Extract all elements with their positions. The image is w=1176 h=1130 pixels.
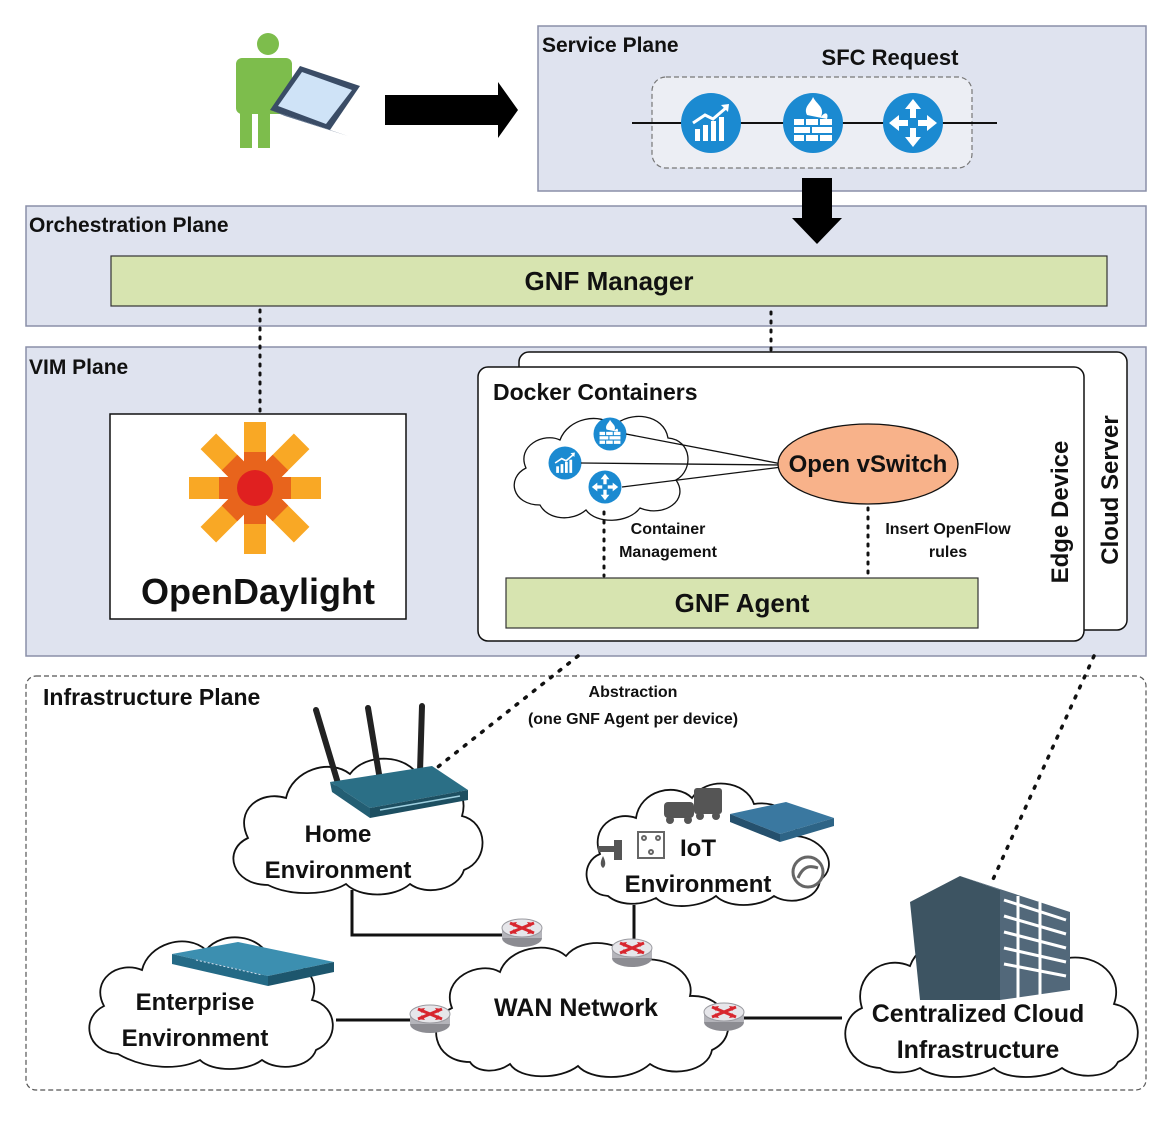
router-icon	[883, 93, 943, 153]
home-env-line2: Environment	[265, 857, 412, 884]
wan-router-icon	[500, 917, 544, 949]
container-router-icon	[588, 470, 622, 504]
service-plane-label: Service Plane	[542, 34, 679, 57]
edge-device-label: Edge Device	[1047, 441, 1074, 584]
opendaylight-logo	[189, 422, 321, 554]
monitoring-chart-icon	[679, 91, 743, 155]
wan-router-icon	[702, 1001, 746, 1033]
gnf-agent-label: GNF Agent	[675, 588, 810, 618]
container-management-line1: Container	[631, 521, 706, 538]
gnf-agent-box	[505, 577, 979, 629]
container-chart-icon	[547, 445, 583, 481]
iot-vehicles-icon	[664, 788, 722, 824]
insert-openflow-line2: rules	[929, 544, 967, 561]
insert-openflow-line1: Insert OpenFlow	[885, 521, 1011, 538]
open-vswitch-label: Open vSwitch	[789, 451, 948, 478]
open-vswitch-node	[777, 423, 959, 505]
iot-water-tap-icon	[598, 840, 622, 868]
cloud-infra-line1: Centralized Cloud	[872, 1000, 1085, 1028]
containers-cloud	[513, 415, 689, 521]
gnf-manager-label: GNF Manager	[524, 266, 693, 296]
wan-network-label: WAN Network	[494, 994, 658, 1022]
iot-env-line1: IoT	[680, 835, 716, 862]
abstraction-line2: (one GNF Agent per device)	[528, 711, 738, 728]
iot-circuit-icon	[637, 831, 665, 859]
container-firewall-icon	[593, 417, 627, 451]
sfc-request-label: SFC Request	[822, 45, 960, 70]
container-management-line2: Management	[619, 544, 717, 561]
wan-router-icon	[610, 937, 654, 969]
request-arrow	[385, 82, 518, 138]
enterprise-env-line2: Environment	[122, 1025, 269, 1052]
iot-sensor-icon	[791, 855, 825, 889]
infrastructure-plane-label: Infrastructure Plane	[43, 684, 260, 710]
wan-network-cloud	[435, 942, 730, 1078]
datacenter-servers-icon	[910, 876, 1070, 1000]
enterprise-switch-icon	[172, 942, 334, 986]
down-arrow	[792, 178, 842, 244]
cloud-server-label: Cloud Server	[1097, 415, 1124, 564]
orchestration-plane-label: Orchestration Plane	[29, 214, 229, 237]
firewall-icon	[783, 93, 843, 153]
cloud-infra-line2: Infrastructure	[897, 1036, 1060, 1064]
iot-env-line2: Environment	[625, 871, 772, 898]
user-with-laptop-icon	[236, 33, 360, 148]
docker-containers-label: Docker Containers	[493, 379, 698, 405]
gnf-manager-box	[110, 255, 1108, 307]
wan-router-icon	[408, 1003, 452, 1035]
home-wifi-router-icon	[313, 703, 468, 818]
iot-gateway-device-icon	[730, 802, 834, 842]
abstraction-line1: Abstraction	[589, 684, 678, 701]
enterprise-env-line1: Enterprise	[136, 989, 255, 1016]
home-env-line1: Home	[305, 821, 372, 848]
opendaylight-label: OpenDaylight	[141, 571, 375, 612]
vim-plane-label: VIM Plane	[29, 356, 128, 379]
